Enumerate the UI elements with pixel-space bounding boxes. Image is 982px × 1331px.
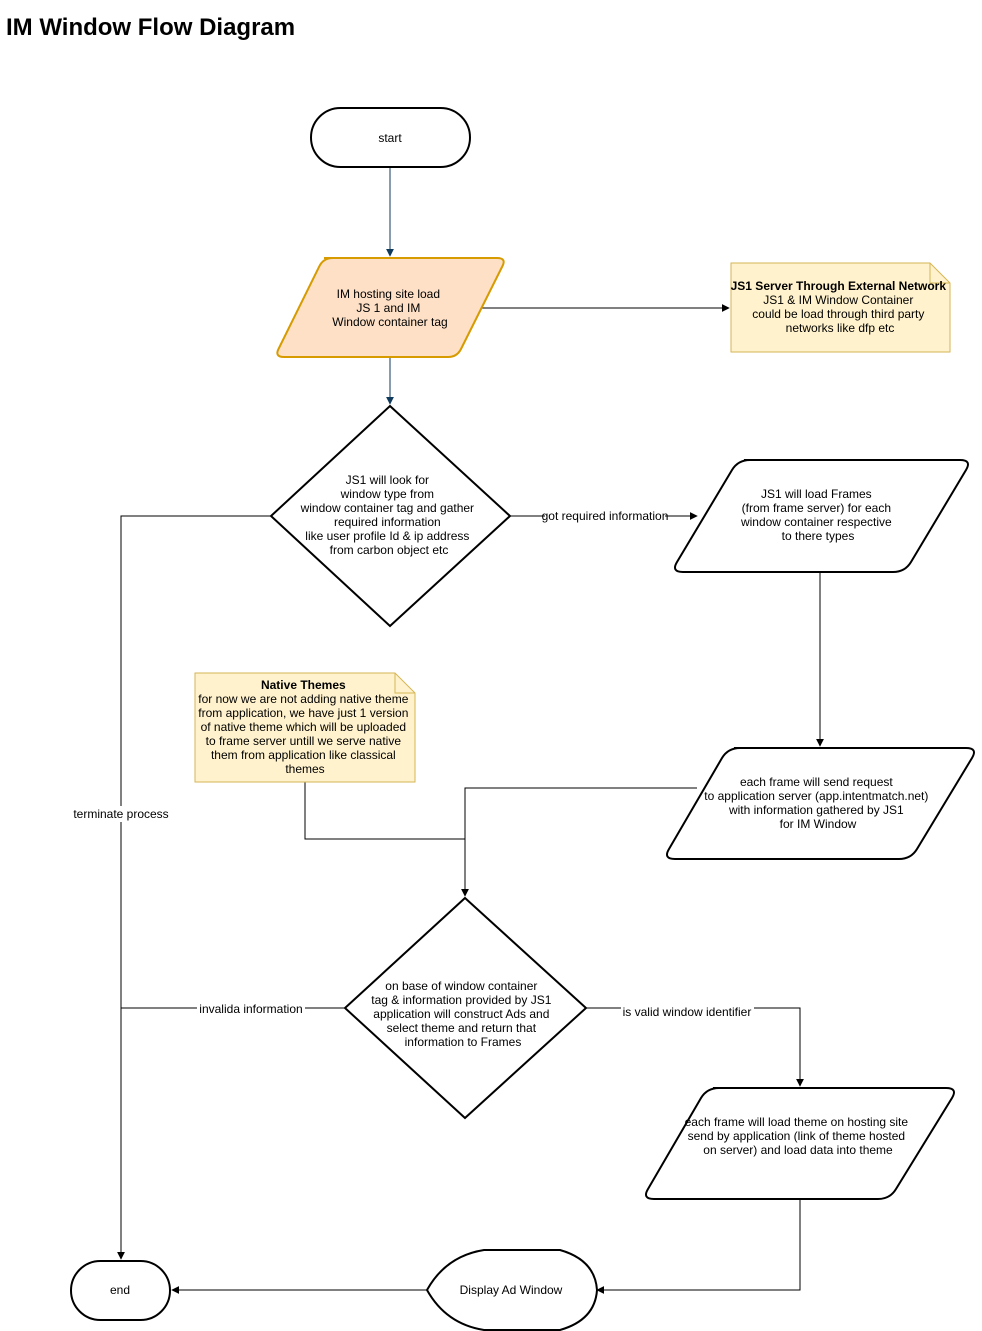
- edge-request-to-decision: [461, 787, 697, 897]
- decision-window-line: window container tag and gather: [300, 501, 474, 515]
- decision-app-line: information to Frames: [405, 1035, 522, 1049]
- note-native-themes-line: of native theme which will be uploaded: [201, 720, 406, 734]
- note-native-themes-fold: [394, 673, 415, 694]
- decision-window-line: required information: [334, 515, 441, 529]
- end-label: end: [110, 1283, 130, 1297]
- edge-label-got-info: got required information: [542, 509, 669, 523]
- load-frames-line: JS1 will load Frames: [761, 487, 872, 501]
- end-line: end: [110, 1283, 130, 1297]
- note-js1-server-title: JS1 Server Through External Network: [731, 279, 947, 293]
- note-js1-server-fold: [929, 263, 950, 284]
- decision-app-line: tag & information provided by JS1: [371, 993, 551, 1007]
- note-native-themes-text: Native Themes for now we are not adding …: [198, 678, 411, 776]
- note-native-themes-line: them from application like classical: [211, 748, 396, 762]
- load-theme-line: each frame will load theme on hosting si…: [685, 1115, 909, 1129]
- send-request-line: each frame will send request: [740, 775, 893, 789]
- send-request-line: to application server (app.intentmatch.n…: [704, 789, 928, 803]
- load-frames-line: (from frame server) for each: [742, 501, 891, 515]
- note-js1-server-line: JS1 & IM Window Container: [763, 293, 913, 307]
- decision-app-diamond: [343, 896, 588, 1120]
- edge-label-valid: is valid window identifier: [623, 1005, 752, 1019]
- note-js1-server: [730, 262, 951, 353]
- edge-note-to-decision: [304, 782, 465, 840]
- load-js-line: IM hosting site load: [337, 287, 440, 301]
- send-request-line: for IM Window: [780, 817, 857, 831]
- decision-app-line: select theme and return that: [387, 1021, 537, 1035]
- display-label: Display Ad Window: [460, 1283, 563, 1297]
- note-js1-server-line: could be load through third party: [752, 307, 924, 321]
- decision-app-label: on base of window container tag & inform…: [371, 979, 554, 1049]
- decision-window-line: from carbon object etc: [330, 543, 449, 557]
- load-theme-line: on server) and load data into theme: [703, 1143, 893, 1157]
- note-native-themes-line: from application, we have just 1 version: [198, 706, 408, 720]
- note-native-themes-line: for now we are not adding native theme: [198, 692, 408, 706]
- end-terminator: [70, 1260, 171, 1321]
- decision-window-line: like user profile Id & ip address: [305, 529, 469, 543]
- load-frames-io-shape: [674, 459, 969, 573]
- note-native-themes-title: Native Themes: [261, 678, 346, 692]
- load-theme-label: each frame will load theme on hosting si…: [685, 1115, 912, 1157]
- start-label: start: [378, 131, 402, 145]
- decision-window-line: window type from: [340, 487, 434, 501]
- start-terminator: [310, 107, 471, 168]
- display-line: Display Ad Window: [460, 1283, 563, 1297]
- note-js1-server-text: JS1 Server Through External Network JS1 …: [731, 279, 950, 335]
- load-js-label: IM hosting site load JS 1 and IM Window …: [332, 287, 447, 329]
- send-request-label: each frame will send request to applicat…: [704, 775, 931, 831]
- decision-app-line: application will construct Ads and: [373, 1007, 549, 1021]
- start-line: start: [378, 131, 402, 145]
- decision-window-diamond: [269, 404, 512, 628]
- edge-terminate-to-end: [117, 515, 271, 1260]
- page-title: IM Window Flow Diagram: [6, 14, 296, 41]
- edge-theme-to-display: [596, 1199, 801, 1294]
- edge-label-terminate: terminate process: [73, 807, 168, 821]
- decision-app-line: on base of window container: [385, 979, 537, 993]
- note-native-themes-line: to frame server untill we serve native: [206, 734, 402, 748]
- send-request-line: with information gathered by JS1: [728, 803, 904, 817]
- send-request-io-shape: [666, 747, 975, 860]
- load-frames-line: window container respective: [740, 515, 892, 529]
- edge-label-invalid: invalida information: [199, 1002, 302, 1016]
- note-js1-server-line: networks like dfp etc: [786, 321, 895, 335]
- load-theme-line: send by application (link of theme hoste…: [688, 1129, 905, 1143]
- note-native-themes-line: themes: [285, 762, 324, 776]
- load-frames-label: JS1 will load Frames (from frame server)…: [740, 487, 895, 543]
- load-frames-line: to there types: [782, 529, 855, 543]
- load-js-io-shape: [276, 257, 505, 358]
- display-shape: [425, 1249, 599, 1331]
- load-js-line: JS 1 and IM: [356, 301, 420, 315]
- load-theme-io-shape: [645, 1087, 955, 1200]
- decision-window-line: JS1 will look for: [346, 473, 429, 487]
- note-native-themes: [194, 672, 416, 783]
- decision-window-label: JS1 will look for window type from windo…: [300, 473, 478, 557]
- load-js-line: Window container tag: [332, 315, 447, 329]
